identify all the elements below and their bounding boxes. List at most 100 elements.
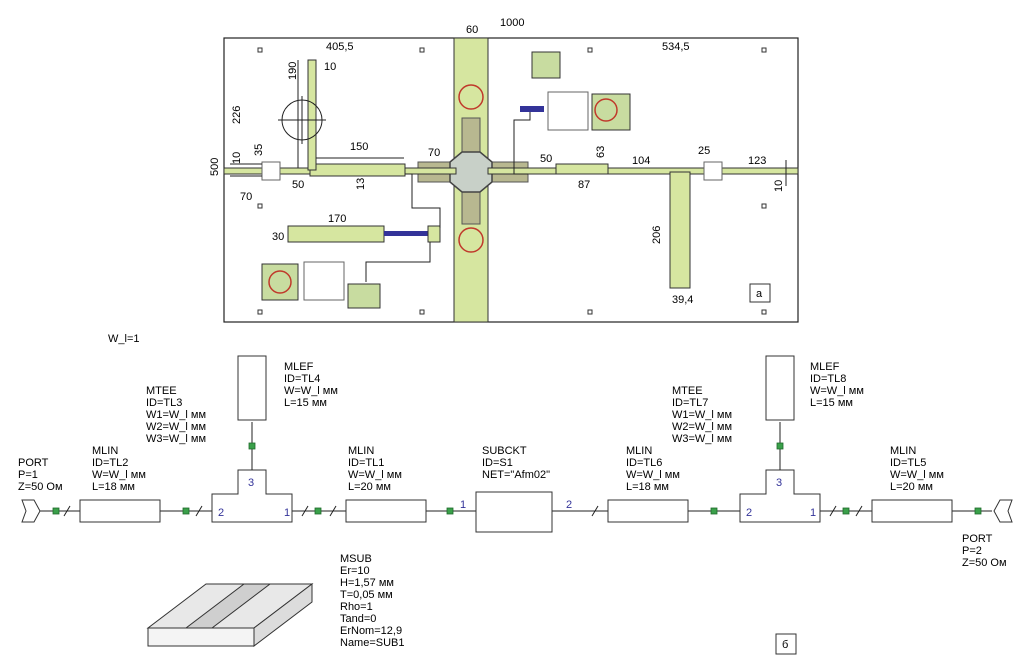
right-component-body bbox=[547, 91, 589, 131]
dim-stub-top-w: 10 bbox=[324, 61, 336, 73]
tl2-w: W=W_l мм bbox=[92, 469, 146, 481]
dim-mid-seg-len: 150 bbox=[350, 141, 368, 153]
dim-total: 1000 bbox=[500, 17, 524, 29]
schematic: W_l=1 PORT P=1 Z=50 Ом MLIN ID=TL2 W=W_l… bbox=[18, 333, 1013, 655]
tl3-id: ID=TL3 bbox=[146, 397, 182, 409]
port2-p: P=2 bbox=[962, 545, 982, 557]
tl7-title: MTEE bbox=[672, 385, 703, 397]
substrate-icon bbox=[146, 582, 314, 648]
dim-left-width: 405,5 bbox=[326, 41, 354, 53]
dim-right-end-w: 10 bbox=[773, 180, 785, 192]
dim-left-feed-w: 10 bbox=[231, 152, 243, 164]
tl1-title: MLIN bbox=[348, 445, 374, 457]
dim-right-end-len: 123 bbox=[748, 155, 766, 167]
right-wide-segment bbox=[555, 163, 609, 175]
dim-right-line-len: 104 bbox=[632, 155, 650, 167]
tl5-l: L=20 мм bbox=[890, 481, 933, 493]
label-a-box bbox=[749, 283, 771, 303]
dim-open-stub-w: 30 bbox=[272, 231, 284, 243]
tl7-node3: 3 bbox=[776, 477, 782, 489]
s1-id: ID=S1 bbox=[482, 457, 513, 469]
tl3-node2: 2 bbox=[218, 507, 224, 519]
tl3-w1: W1=W_l мм bbox=[146, 409, 206, 421]
tl8-title: MLEF bbox=[810, 361, 840, 373]
dim-right-width: 534,5 bbox=[662, 41, 690, 53]
dim-stub-top-h: 226 bbox=[231, 106, 243, 124]
tl4-element bbox=[237, 355, 267, 421]
tl2-id: ID=TL2 bbox=[92, 457, 128, 469]
dim-center-width: 60 bbox=[466, 24, 478, 36]
tl7-node2: 2 bbox=[746, 507, 752, 519]
label-b: б bbox=[782, 639, 788, 651]
dim-right-arm: 50 bbox=[540, 153, 552, 165]
tl4-title: MLEF bbox=[284, 361, 314, 373]
s1-element bbox=[475, 491, 553, 533]
msub-rho: Rho=1 bbox=[340, 601, 373, 613]
tl1-id: ID=TL1 bbox=[348, 457, 384, 469]
s1-node2: 2 bbox=[566, 499, 572, 511]
tl2-element bbox=[79, 499, 161, 523]
dim-vert-stub-len: 206 bbox=[651, 226, 663, 244]
tl4-w: W=W_l мм bbox=[284, 385, 338, 397]
msub-t: T=0,05 мм bbox=[340, 589, 393, 601]
tl5-element bbox=[871, 499, 953, 523]
label-a: а bbox=[756, 288, 763, 300]
top-stub bbox=[307, 59, 317, 171]
msub-h: H=1,57 мм bbox=[340, 577, 394, 589]
tl1-l: L=20 мм bbox=[348, 481, 391, 493]
tl3-w3: W3=W_l мм bbox=[146, 433, 206, 445]
tl3-title: MTEE bbox=[146, 385, 177, 397]
left-series-component bbox=[261, 161, 281, 181]
via-circle-bottom bbox=[458, 227, 484, 253]
tl6-title: MLIN bbox=[626, 445, 652, 457]
tl8-id: ID=TL8 bbox=[810, 373, 846, 385]
tl7-w2: W2=W_l мм bbox=[672, 421, 732, 433]
tl3-w2: W2=W_l мм bbox=[146, 421, 206, 433]
tl2-title: MLIN bbox=[92, 445, 118, 457]
right-pad bbox=[531, 51, 561, 79]
port1-symbol bbox=[21, 499, 41, 523]
s1-node1: 1 bbox=[460, 499, 466, 511]
open-stub-end bbox=[427, 225, 441, 243]
pcb-layout: 1000 60 405,5 534,5 500 190 10 226 10 35… bbox=[209, 17, 799, 323]
dim-left-feed-gap: 35 bbox=[253, 144, 265, 156]
port1-title: PORT bbox=[18, 457, 49, 469]
dim-center-arm: 70 bbox=[428, 147, 440, 159]
left-package bbox=[261, 263, 299, 301]
tl7-node1: 1 bbox=[810, 507, 816, 519]
s1-title: SUBCKT bbox=[482, 445, 527, 457]
tl1-element bbox=[345, 499, 427, 523]
tl6-element bbox=[607, 499, 689, 523]
port2-z: Z=50 Ом bbox=[962, 557, 1007, 569]
tl5-title: MLIN bbox=[890, 445, 916, 457]
vert-stub-206 bbox=[669, 171, 691, 289]
tl6-id: ID=TL6 bbox=[626, 457, 662, 469]
tl3-node3: 3 bbox=[248, 477, 254, 489]
left-component-body bbox=[303, 261, 345, 301]
tl7-id: ID=TL7 bbox=[672, 397, 708, 409]
tl8-l: L=15 мм bbox=[810, 397, 853, 409]
tl8-element bbox=[765, 355, 795, 421]
dim-stub-top-len: 190 bbox=[287, 62, 299, 80]
dim-right-seg-w: 63 bbox=[595, 146, 607, 158]
port2-title: PORT bbox=[962, 533, 993, 545]
tl3-node1: 1 bbox=[284, 507, 290, 519]
dim-left-seg-len: 50 bbox=[292, 179, 304, 191]
tl6-w: W=W_l мм bbox=[626, 469, 680, 481]
tl5-id: ID=TL5 bbox=[890, 457, 926, 469]
dim-right-seg-len: 87 bbox=[578, 179, 590, 191]
left-pad bbox=[347, 283, 381, 309]
tl7-w1: W1=W_l мм bbox=[672, 409, 732, 421]
dim-open-stub-len: 170 bbox=[328, 213, 346, 225]
msub-ernom: ErNom=12,9 bbox=[340, 625, 402, 637]
port1-p: P=1 bbox=[18, 469, 38, 481]
right-feed-line bbox=[487, 167, 799, 175]
tl1-w: W=W_l мм bbox=[348, 469, 402, 481]
msub-title: MSUB bbox=[340, 553, 372, 565]
right-dark-line bbox=[520, 106, 544, 112]
tl6-l: L=18 мм bbox=[626, 481, 669, 493]
msub-tand: Tand=0 bbox=[340, 613, 376, 625]
open-stub-170 bbox=[287, 225, 385, 243]
tl7-tee bbox=[739, 469, 821, 523]
